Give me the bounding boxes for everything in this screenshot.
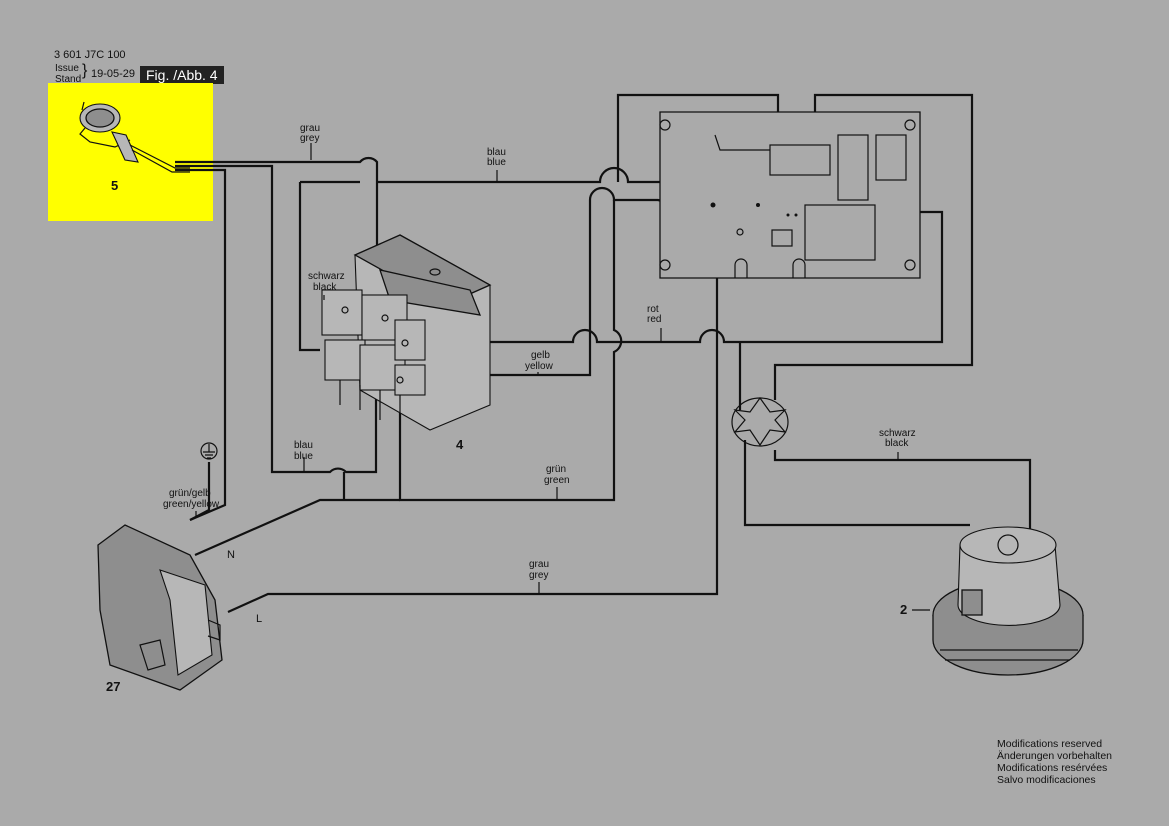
label-schwarz-motor-de: schwarz: [879, 428, 916, 439]
label-blau-low-de: blau: [294, 440, 313, 451]
label-gruen-en: green: [544, 475, 570, 486]
stand-label: Stand: [55, 74, 82, 85]
notice-de: Änderungen vorbehalten: [997, 750, 1113, 762]
motor: [932, 526, 1084, 676]
power-unit: [97, 524, 223, 691]
label-live: L: [256, 613, 262, 625]
part-number-motor: 2: [900, 602, 907, 617]
modification-notice: Modifications reserved Änderungen vorbeh…: [997, 738, 1112, 786]
part-number-switch: 4: [456, 437, 464, 452]
label-blau-top-de: blau: [487, 147, 506, 158]
issue-label: Issue: [55, 63, 79, 74]
label-grau-top-en: grey: [300, 133, 319, 144]
notice-en: Modifications reserved: [997, 738, 1103, 750]
label-schwarz-motor-en: black: [885, 438, 909, 449]
label-neutral: N: [227, 549, 235, 561]
label-blau-low-en: blue: [294, 451, 313, 462]
label-rot-en: red: [647, 314, 661, 325]
part-number-plug: 5: [111, 178, 118, 193]
figure-label: Fig. /Abb. 4: [140, 66, 224, 84]
label-schwarz-switch-de: schwarz: [308, 271, 345, 282]
control-board: [659, 111, 921, 279]
issue-brace: }: [82, 62, 88, 79]
label-grau-top-de: grau: [300, 123, 320, 134]
thermal-protector: [731, 396, 789, 447]
label-gruen-gelb-en: green/yellow: [163, 499, 220, 510]
label-gelb-en: yellow: [525, 361, 554, 372]
issue-date: 19-05-29: [91, 68, 136, 80]
label-grau-low-de: grau: [529, 559, 549, 570]
part-number-power-unit: 27: [106, 679, 120, 694]
rocker-switch: [321, 234, 492, 431]
label-schwarz-switch-en: black: [313, 282, 337, 293]
part-number: 3 601 J7C 100: [54, 49, 126, 61]
notice-fr: Modifications resérvées: [997, 762, 1108, 774]
plug-connector: [79, 101, 190, 173]
notice-es: Salvo modificaciones: [997, 774, 1096, 786]
label-ticks: [195, 143, 899, 594]
label-rot-de: rot: [647, 304, 659, 315]
label-blau-top-en: blue: [487, 157, 506, 168]
label-grau-low-en: grey: [529, 570, 548, 581]
label-gruen-de: grün: [546, 464, 566, 475]
label-gruen-gelb-de: grün/gelb: [169, 488, 211, 499]
earth-icon: [200, 442, 218, 460]
label-gelb-de: gelb: [531, 350, 550, 361]
